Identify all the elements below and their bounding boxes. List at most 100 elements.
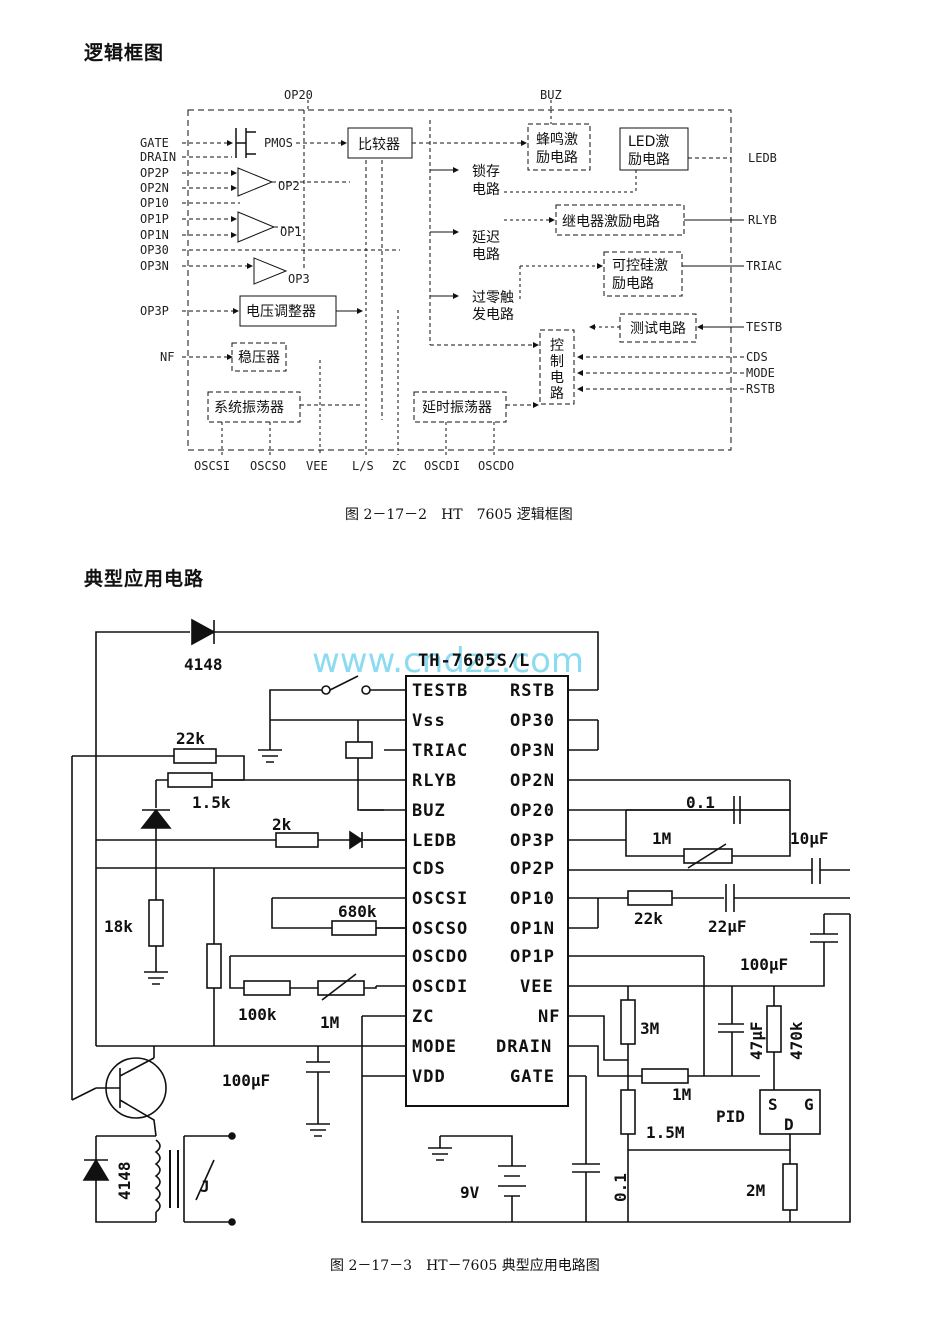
- bottom-pin: OSCDI: [424, 459, 460, 473]
- cds-photoresistor: [206, 943, 222, 989]
- led-drive-block: [619, 127, 689, 171]
- latch-label: 锁存: [472, 164, 500, 180]
- right-pin: MODE: [746, 366, 775, 380]
- ic-right-pin: VEE: [520, 977, 554, 997]
- label-1m-osc: 1M: [320, 1013, 339, 1032]
- label-22k: 22k: [176, 729, 205, 748]
- ic-right-pin: OP30: [510, 711, 555, 731]
- ic-right-pin: GATE: [510, 1067, 555, 1087]
- resistor-3m: [620, 999, 636, 1045]
- delay-osc-label: 延时振荡器: [422, 400, 492, 416]
- label-0-1-bottom: 0.1: [611, 1173, 630, 1202]
- triac-drive-label: 励电路: [612, 276, 654, 292]
- label-relay-j: J: [200, 1177, 210, 1196]
- comparator-label: 比较器: [358, 137, 400, 153]
- ic-left-pin: BUZ: [412, 801, 446, 821]
- diode-zener: [140, 808, 172, 829]
- battery-9v: [498, 1165, 526, 1197]
- figure2-caption: 图 2－17－3 HT－7605 典型应用电路图: [330, 1258, 600, 1274]
- resistor-22k: [173, 748, 217, 764]
- label-pid: PID: [716, 1107, 745, 1126]
- ic-left-pin: TRIAC: [412, 741, 468, 761]
- left-pin: NF: [160, 350, 174, 364]
- section1-title: 逻辑框图: [84, 42, 165, 64]
- right-pin: TESTB: [746, 320, 782, 334]
- right-pin: CDS: [746, 350, 768, 364]
- control-label: 路: [550, 386, 564, 402]
- label-pid-g: G: [804, 1095, 814, 1114]
- op2-label: OP2: [278, 179, 300, 193]
- buzzer-drive-label: 蜂鸣激: [536, 131, 578, 148]
- right-pin: TRIAC: [746, 259, 782, 273]
- ic-left-pin: OSCDO: [412, 947, 468, 967]
- relay-drive-block: [555, 204, 685, 236]
- left-pin: OP1N: [140, 228, 169, 242]
- ic-left-pin: OSCSO: [412, 919, 468, 939]
- ic-right-pin: OP3N: [510, 741, 555, 761]
- bottom-pin: VEE: [306, 459, 328, 473]
- label-22k-right: 22k: [634, 909, 663, 928]
- pmos-symbol: [235, 128, 256, 158]
- op2-amplifier: [237, 167, 274, 197]
- label-680k: 680k: [338, 902, 377, 921]
- watermark: www.cndzz.com: [312, 641, 584, 681]
- system-oscillator-block: [207, 391, 301, 423]
- label-10uf: 10μF: [790, 829, 829, 848]
- bottom-pin: L/S: [352, 459, 374, 473]
- label-1m-drain: 1M: [672, 1085, 691, 1104]
- resistor-1m-drain: [641, 1068, 689, 1084]
- ic-right-pin: OP1N: [510, 919, 555, 939]
- buzzer-drive-label: 励电路: [536, 150, 578, 166]
- control-label: 电: [550, 370, 564, 386]
- left-pin: OP3N: [140, 259, 169, 273]
- label-pid-d: D: [784, 1115, 794, 1134]
- op1-amplifier: [237, 211, 276, 243]
- resistor-680k: [331, 920, 377, 936]
- ic-right-pin: OP10: [510, 889, 555, 909]
- label-100uf-left: 100μF: [222, 1071, 270, 1090]
- bottom-pin: OSCSI: [194, 459, 230, 473]
- label-470k: 470k: [787, 1021, 806, 1060]
- app-circuit-labels: www.cndzz.com TH-7605S/L TESTB Vss TRIAC…: [104, 641, 829, 1202]
- ic-right-pin: OP1P: [510, 947, 555, 967]
- right-pin: LEDB: [748, 151, 777, 165]
- capacitor-100uf-right: [810, 933, 838, 943]
- led-drive-label: LED激: [628, 133, 669, 150]
- zero-cross-label: 发电路: [472, 307, 514, 323]
- delay-oscillator-block: [413, 391, 507, 423]
- ic-right-pin: OP3P: [510, 831, 555, 851]
- op3-amplifier: [253, 257, 288, 285]
- capacitor-22uf: [725, 884, 735, 912]
- ic-left-pin: CDS: [412, 859, 446, 879]
- capacitor-47uf: [718, 1023, 744, 1033]
- ic-left-pin: RLYB: [412, 771, 457, 791]
- bottom-pin: ZC: [392, 459, 406, 473]
- led-drive-label: 励电路: [628, 152, 670, 168]
- logic-block-diagram: [182, 100, 744, 455]
- triac-drive-block: [603, 251, 683, 297]
- control-label: 控: [550, 338, 564, 354]
- resistor-1-5k: [167, 772, 213, 788]
- label-diode-4148: 4148: [184, 655, 223, 674]
- left-pin: OP2N: [140, 181, 169, 195]
- ic-body: [405, 675, 569, 1107]
- buzzer-drive-block: [527, 123, 591, 171]
- left-pin: OP10: [140, 196, 169, 210]
- label-22uf: 22μF: [708, 917, 747, 936]
- resistor-18k: [148, 899, 164, 947]
- label-100k: 100k: [238, 1005, 277, 1024]
- ic-right-pin: OP2P: [510, 859, 555, 879]
- label-18k: 18k: [104, 917, 133, 936]
- left-pin: DRAIN: [140, 150, 176, 164]
- application-circuit: [71, 618, 851, 1226]
- bottom-pin: OSCSO: [250, 459, 286, 473]
- label-1m-feedback: 1M: [652, 829, 671, 848]
- label-3m: 3M: [640, 1019, 659, 1038]
- resistor-100k: [243, 980, 291, 996]
- control-label: 制: [550, 354, 564, 370]
- ic-name: TH-7605S/L: [418, 651, 530, 671]
- right-pin: RLYB: [748, 213, 777, 227]
- ic-left-pin: Vss: [412, 711, 446, 731]
- ic-left-pin: ZC: [412, 1007, 434, 1027]
- label-100uf-right: 100μF: [740, 955, 788, 974]
